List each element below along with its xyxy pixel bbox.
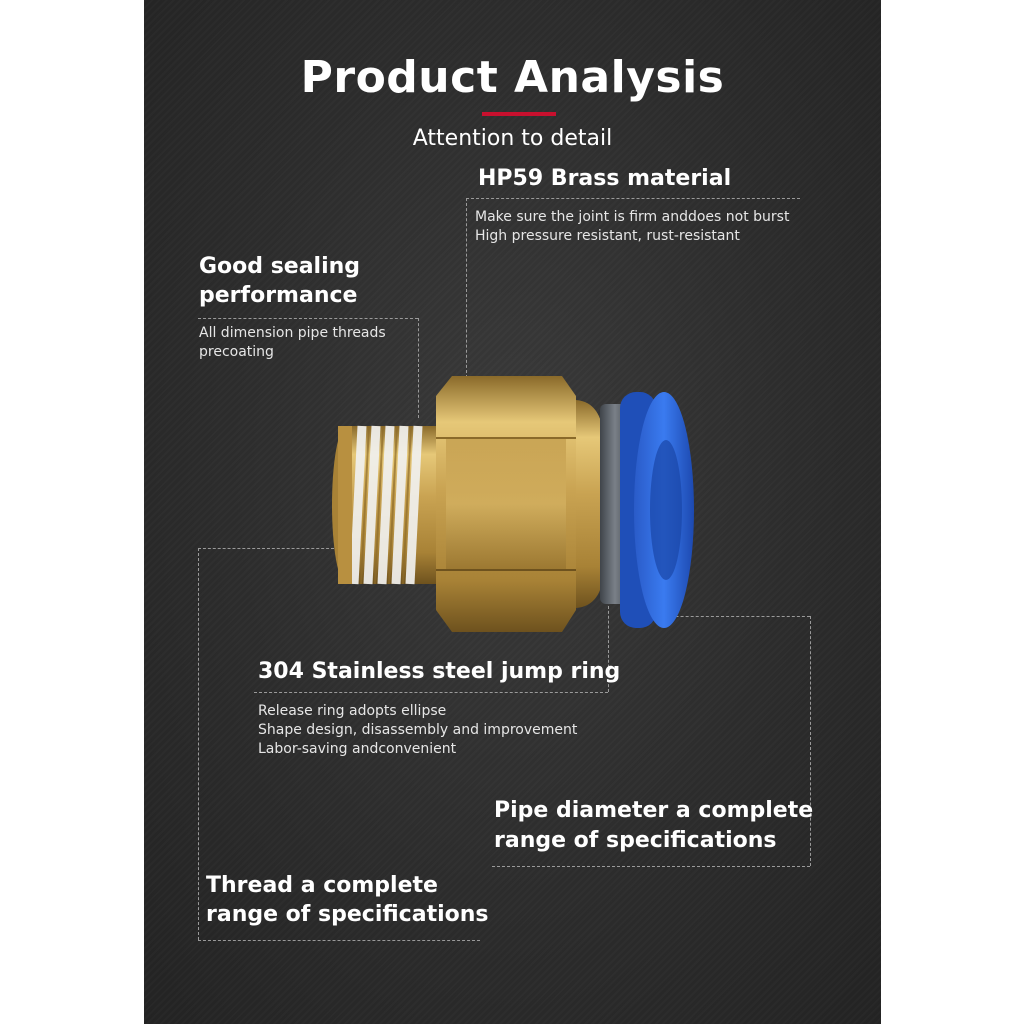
push-fitting-illustration (332, 376, 694, 632)
page-subtitle: Attention to detail (412, 126, 613, 151)
thread-callout-leader (198, 548, 199, 940)
pipe-callout-top-line (630, 616, 810, 617)
thread-heading-1: Thread a complete (206, 873, 438, 898)
sealing-heading-2: performance (199, 283, 358, 308)
release-ring (620, 392, 694, 628)
jump-ring-heading: 304 Stainless steel jump ring (258, 659, 621, 684)
thread-callout-top-line (198, 548, 334, 549)
brass-heading: HP59 Brass material (478, 166, 732, 191)
brass-desc-2: High pressure resistant, rust-resistant (475, 228, 740, 244)
threaded-section (332, 425, 436, 585)
sealing-heading-1: Good sealing (199, 254, 361, 279)
brass-callout-leader (466, 198, 467, 378)
jump-ring-desc-3: Labor-saving andconvenient (258, 741, 457, 757)
pipe-heading-2: range of specifications (494, 828, 777, 853)
brass-callout-line (466, 198, 800, 199)
title-accent-bar (482, 112, 556, 116)
brass-desc-1: Make sure the joint is firm anddoes not … (475, 209, 790, 225)
page-title: Product Analysis (300, 52, 725, 103)
jump-ring-callout-line (254, 692, 608, 693)
sealing-callout-leader (418, 318, 419, 418)
thread-callout-bottom-line (198, 940, 480, 941)
thread-heading-2: range of specifications (206, 902, 489, 927)
thread-sealant (349, 425, 423, 585)
product-panel: Product Analysis Attention to detail (144, 0, 881, 1024)
pipe-callout-bottom-line (492, 866, 810, 867)
sealing-desc-2: precoating (199, 344, 274, 360)
jump-ring-callout-leader (608, 606, 609, 692)
sealing-callout-line (198, 318, 418, 319)
pipe-heading-1: Pipe diameter a complete (494, 798, 814, 823)
jump-ring-desc-1: Release ring adopts ellipse (258, 703, 447, 719)
hex-body (436, 376, 604, 632)
pipe-callout-leader (810, 616, 811, 866)
jump-ring-desc-2: Shape design, disassembly and improvemen… (258, 722, 578, 738)
sealing-desc-1: All dimension pipe threads (199, 325, 386, 341)
